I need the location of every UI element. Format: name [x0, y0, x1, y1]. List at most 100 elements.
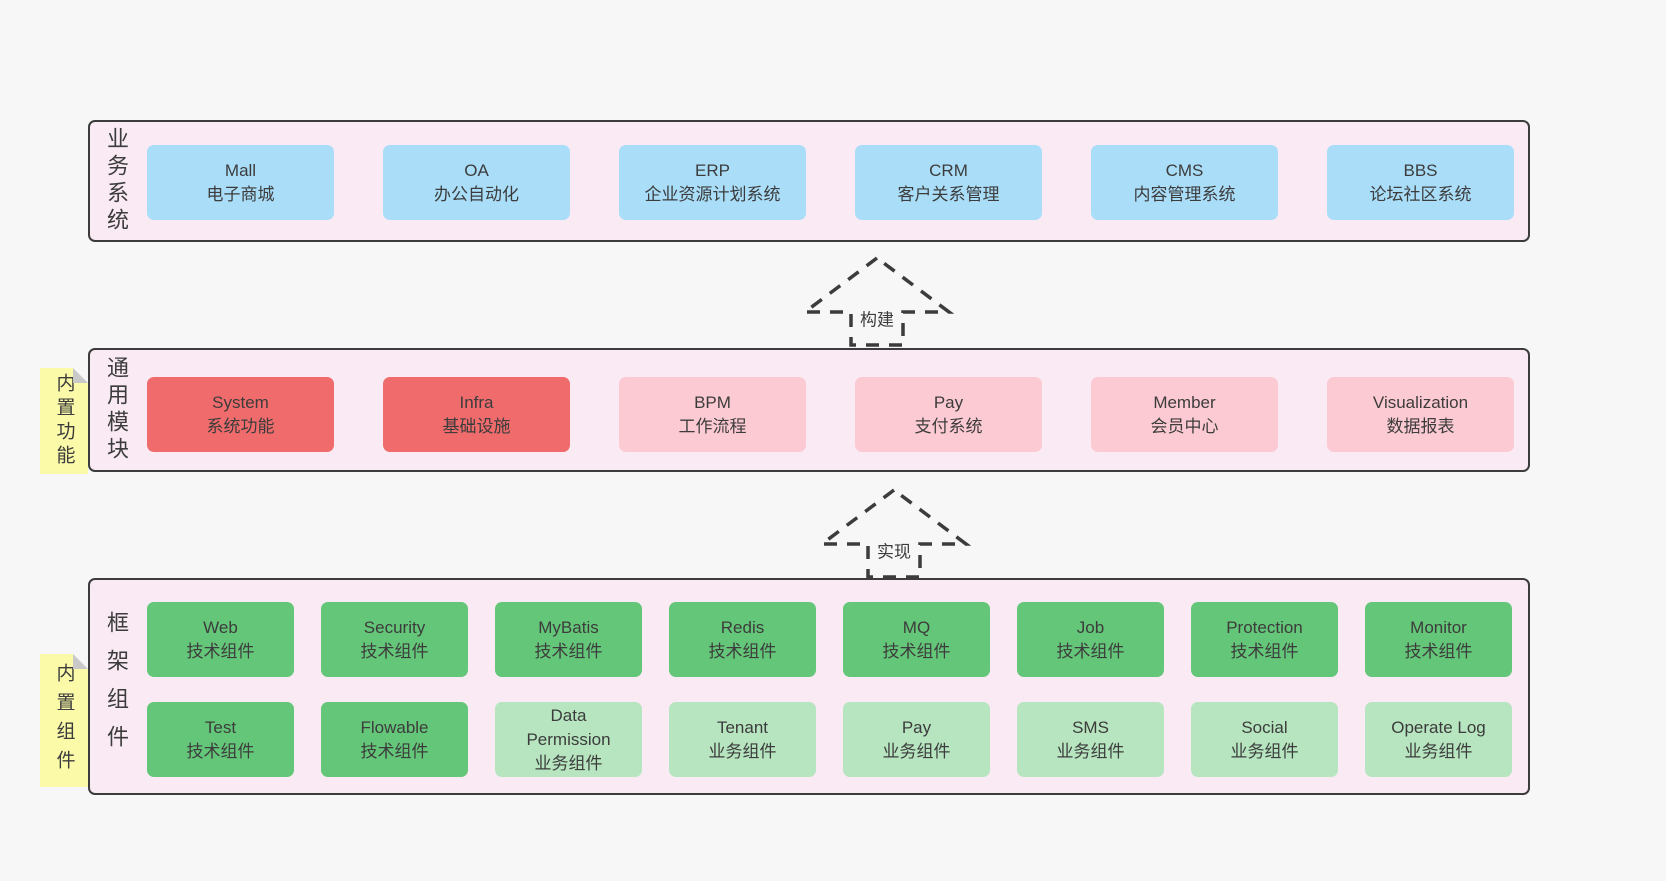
- note-fold-corner-icon: [73, 654, 88, 669]
- component-box: Protection 技术组件: [1191, 602, 1338, 677]
- box-title: CMS: [1165, 160, 1204, 180]
- component-box: Flowable 技术组件: [321, 702, 468, 777]
- note-fold-corner-icon: [73, 368, 88, 383]
- box-subtitle: 业务组件: [708, 741, 777, 761]
- box-title: BBS: [1403, 160, 1438, 180]
- box-subtitle: 业务组件: [882, 741, 951, 761]
- component-box: Tenant 业务组件: [669, 702, 816, 777]
- sticky-note-built-in-components: 内置组件: [40, 654, 88, 787]
- box-subtitle: 技术组件: [708, 641, 777, 661]
- box-title: Data Permission: [526, 705, 611, 749]
- box-title: OA: [464, 160, 489, 180]
- component-box: Test 技术组件: [147, 702, 294, 777]
- layer-vertical-label: 业务系统: [104, 127, 129, 235]
- component-box: Member 会员中心: [1091, 377, 1278, 452]
- box-subtitle: 基础设施: [442, 416, 511, 436]
- box-subtitle: 业务组件: [534, 753, 603, 773]
- box-title: MQ: [902, 617, 931, 637]
- box-title: Visualization: [1372, 392, 1469, 412]
- box-subtitle: 技术组件: [186, 641, 255, 661]
- box-title: ERP: [695, 160, 730, 180]
- box-subtitle: 技术组件: [534, 641, 603, 661]
- dashed-up-arrow-icon: [816, 487, 972, 579]
- component-box: Infra 基础设施: [383, 377, 570, 452]
- component-box: CRM 客户关系管理: [855, 145, 1042, 220]
- business-box-row: Mall 电子商城 OA 办公自动化 ERP 企业资源计划系统 CRM 客户关系管理 CMS 内容…: [147, 145, 1514, 220]
- box-title: Pay: [901, 717, 932, 737]
- box-subtitle: 会员中心: [1150, 416, 1219, 436]
- box-title: Tenant: [716, 717, 769, 737]
- component-box: OA 办公自动化: [383, 145, 570, 220]
- component-box: ERP 企业资源计划系统: [619, 145, 806, 220]
- component-box: Security 技术组件: [321, 602, 468, 677]
- box-title: Flowable: [360, 717, 429, 737]
- box-title: Protection: [1226, 617, 1303, 637]
- layer-vertical-label: 框架组件: [104, 610, 129, 763]
- component-box: Data Permission 业务组件: [495, 702, 642, 777]
- box-subtitle: 办公自动化: [434, 184, 519, 204]
- box-title: Web: [203, 617, 238, 637]
- box-title: Pay: [933, 392, 964, 412]
- component-box: CMS 内容管理系统: [1091, 145, 1278, 220]
- arrow-label: 实现: [873, 536, 915, 564]
- box-title: CRM: [929, 160, 968, 180]
- box-subtitle: 数据报表: [1386, 416, 1455, 436]
- box-title: Operate Log: [1391, 717, 1486, 737]
- arrow-label: 构建: [856, 304, 898, 332]
- box-subtitle: 系统功能: [206, 416, 275, 436]
- build-arrow: 构建: [797, 254, 957, 348]
- box-subtitle: 业务组件: [1230, 741, 1299, 761]
- note-label: 内置组件: [53, 662, 75, 779]
- box-title: Job: [1076, 617, 1105, 637]
- implement-arrow: 实现: [814, 486, 974, 580]
- box-subtitle: 技术组件: [1056, 641, 1125, 661]
- box-subtitle: 技术组件: [1404, 641, 1473, 661]
- box-subtitle: 客户关系管理: [897, 184, 1000, 204]
- box-subtitle: 内容管理系统: [1133, 184, 1236, 204]
- box-title: BPM: [694, 392, 731, 412]
- box-title: Infra: [459, 392, 494, 412]
- box-subtitle: 技术组件: [186, 741, 255, 761]
- box-title: Redis: [720, 617, 765, 637]
- note-label: 内置功能: [53, 373, 75, 469]
- component-box: Pay 业务组件: [843, 702, 990, 777]
- box-subtitle: 企业资源计划系统: [644, 184, 781, 204]
- box-subtitle: 技术组件: [1230, 641, 1299, 661]
- component-box: MyBatis 技术组件: [495, 602, 642, 677]
- component-box: Redis 技术组件: [669, 602, 816, 677]
- box-title: Social: [1241, 717, 1288, 737]
- box-subtitle: 技术组件: [360, 741, 429, 761]
- box-title: MyBatis: [538, 617, 599, 637]
- box-subtitle: 电子商城: [206, 184, 275, 204]
- component-box: Pay 支付系统: [855, 377, 1042, 452]
- box-title: System: [212, 392, 269, 412]
- box-subtitle: 支付系统: [914, 416, 983, 436]
- box-subtitle: 业务组件: [1056, 741, 1125, 761]
- box-title: Mall: [224, 160, 257, 180]
- sticky-note-built-in-functions: 内置功能: [40, 368, 88, 474]
- layer-vertical-label: 通用模块: [104, 356, 129, 464]
- box-title: Security: [363, 617, 426, 637]
- component-box: Job 技术组件: [1017, 602, 1164, 677]
- component-box: Monitor 技术组件: [1365, 602, 1512, 677]
- box-subtitle: 技术组件: [360, 641, 429, 661]
- component-box: MQ 技术组件: [843, 602, 990, 677]
- box-title: Test: [204, 717, 237, 737]
- layer-business-systems: 业务系统 Mall 电子商城 OA 办公自动化 ERP 企业资源计划系统 CRM 客户关系管理…: [88, 120, 1530, 242]
- component-box: Web 技术组件: [147, 602, 294, 677]
- box-subtitle: 技术组件: [882, 641, 951, 661]
- dashed-up-arrow-icon: [799, 255, 955, 347]
- box-title: Monitor: [1410, 617, 1467, 637]
- box-title: Member: [1153, 392, 1216, 412]
- component-box: Mall 电子商城: [147, 145, 334, 220]
